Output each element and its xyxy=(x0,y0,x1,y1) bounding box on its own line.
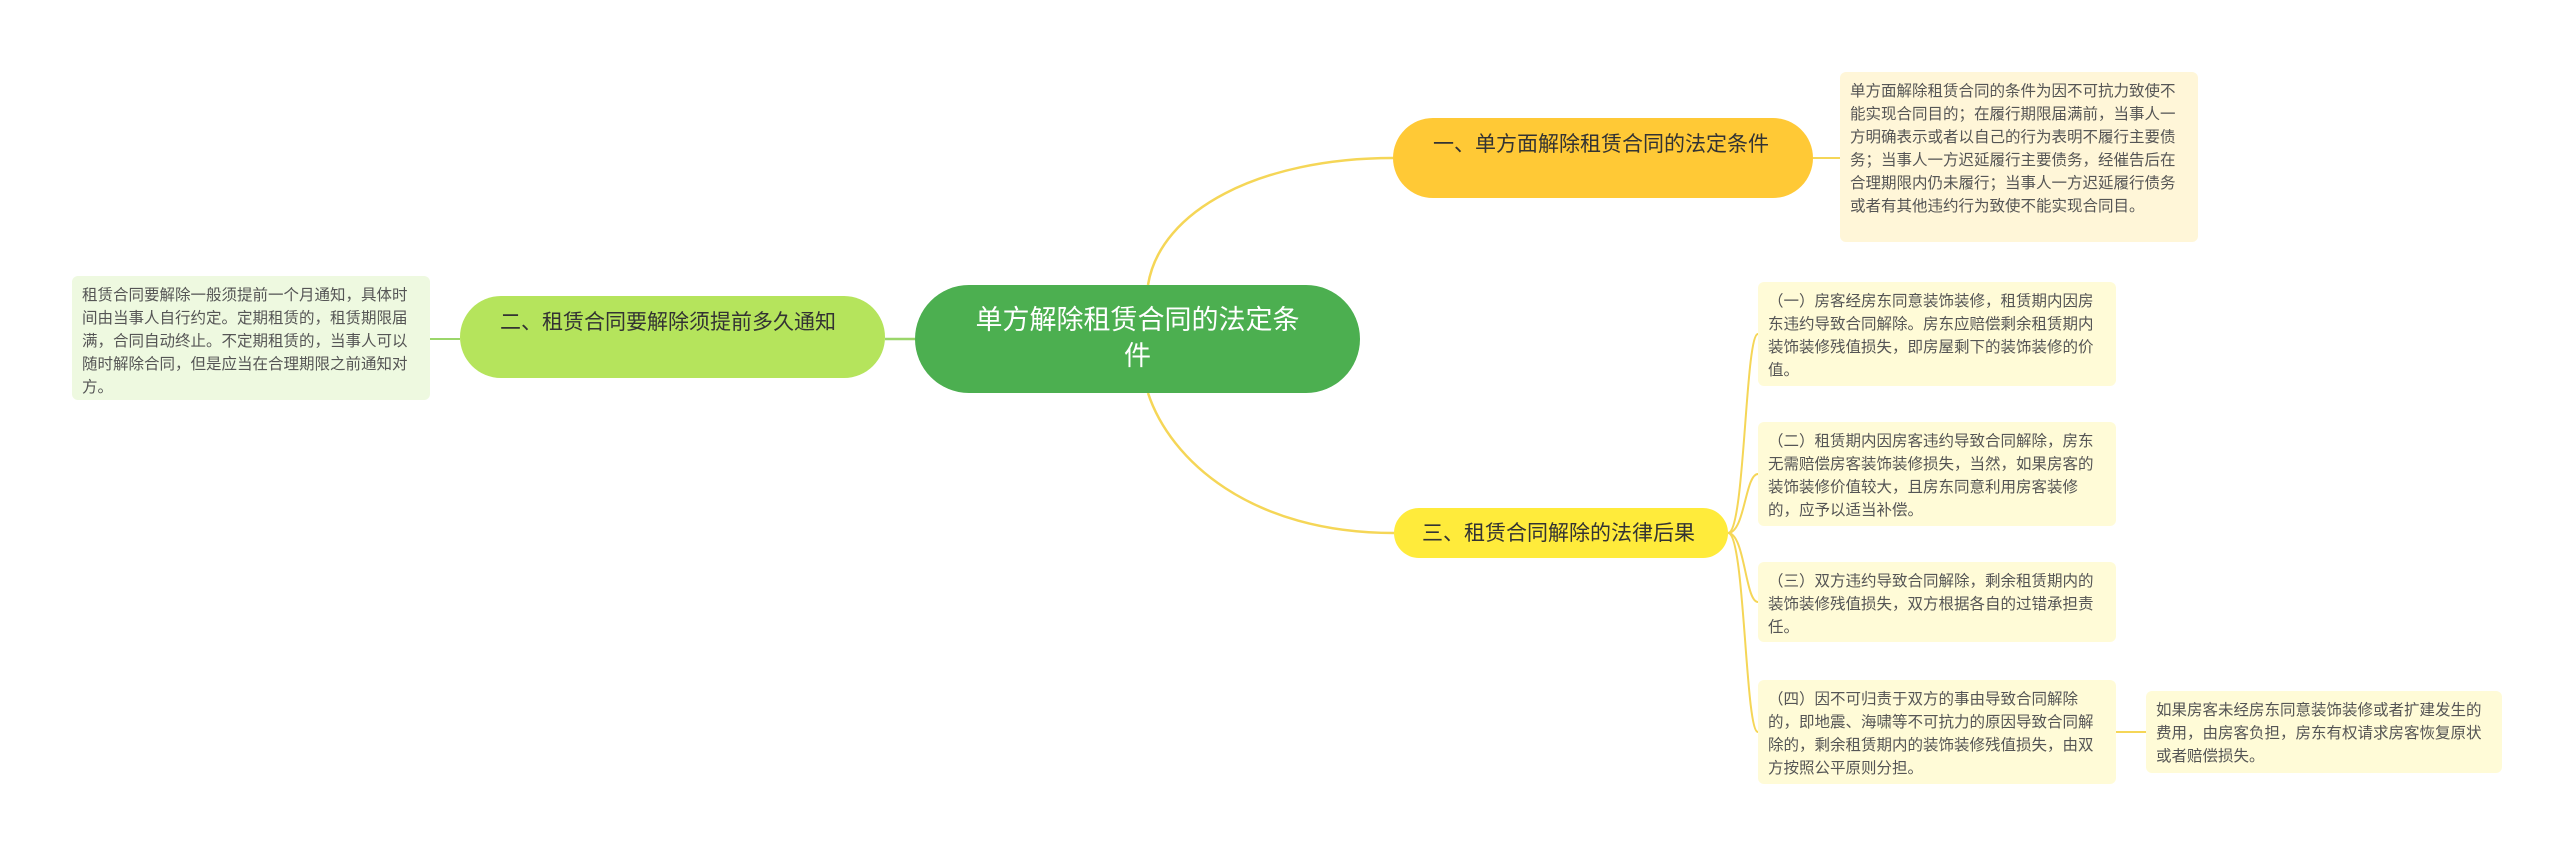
link-branch3-child3 xyxy=(1727,532,1759,603)
root-node[interactable]: 单方解除租赁合同的法定条件 xyxy=(915,285,1360,393)
branch-node-legal-conditions[interactable]: 一、单方面解除租赁合同的法定条件 xyxy=(1393,118,1813,198)
branch-node-legal-consequences[interactable]: 三、租赁合同解除的法律后果 xyxy=(1394,508,1728,558)
link-root-branch3 xyxy=(1146,392,1395,535)
note-text: 单方面解除租赁合同的条件为因不可抗力致使不能实现合同目的；在履行期限届满前，当事… xyxy=(1850,82,2176,215)
consequence-item-4[interactable]: （四）因不可归责于双方的事由导致合同解除的，即地震、海啸等不可抗力的原因导致合同… xyxy=(1758,680,2116,784)
root-title: 单方解除租赁合同的法定条件 xyxy=(975,305,1300,372)
consequence-item-2[interactable]: （二）租赁期内因房客违约导致合同解除，房东无需赔偿房客装饰装修损失，当然，如果房… xyxy=(1758,422,2116,526)
consequence-item-4-note: 如果房客未经房东同意装饰装修或者扩建发生的费用，由房客负担，房东有权请求房客恢复… xyxy=(2146,691,2502,773)
note-text: （二）租赁期内因房客违约导致合同解除，房东无需赔偿房客装饰装修损失，当然，如果房… xyxy=(1768,432,2094,519)
note-text: 如果房客未经房东同意装饰装修或者扩建发生的费用，由房客负担，房东有权请求房客恢复… xyxy=(2156,701,2482,765)
branch-note-legal-conditions: 单方面解除租赁合同的条件为因不可抗力致使不能实现合同目的；在履行期限届满前，当事… xyxy=(1840,72,2198,242)
branch-label: 一、单方面解除租赁合同的法定条件 xyxy=(1433,132,1769,156)
link-branch3-child2 xyxy=(1727,473,1759,534)
branch-label: 三、租赁合同解除的法律后果 xyxy=(1422,521,1695,545)
note-text: 租赁合同要解除一般须提前一个月通知，具体时间由当事人自行约定。定期租赁的，租赁期… xyxy=(82,286,408,396)
link-branch3-child1 xyxy=(1727,333,1759,534)
note-text: （四）因不可归责于双方的事由导致合同解除的，即地震、海啸等不可抗力的原因导致合同… xyxy=(1768,690,2094,777)
consequence-item-1[interactable]: （一）房客经房东同意装饰装修，租赁期内因房东违约导致合同解除。房东应赔偿剩余租赁… xyxy=(1758,282,2116,386)
branch-note-notice-period: 租赁合同要解除一般须提前一个月通知，具体时间由当事人自行约定。定期租赁的，租赁期… xyxy=(72,276,430,400)
link-root-branch1 xyxy=(1146,156,1394,286)
consequence-item-3[interactable]: （三）双方违约导致合同解除，剩余租赁期内的装饰装修残值损失，双方根据各自的过错承… xyxy=(1758,562,2116,642)
branch-label: 二、租赁合同要解除须提前多久通知 xyxy=(500,310,836,334)
link-branch3-child4 xyxy=(1727,532,1759,733)
branch-node-notice-period[interactable]: 二、租赁合同要解除须提前多久通知 xyxy=(460,296,885,378)
note-text: （三）双方违约导致合同解除，剩余租赁期内的装饰装修残值损失，双方根据各自的过错承… xyxy=(1768,572,2094,636)
note-text: （一）房客经房东同意装饰装修，租赁期内因房东违约导致合同解除。房东应赔偿剩余租赁… xyxy=(1768,292,2094,379)
